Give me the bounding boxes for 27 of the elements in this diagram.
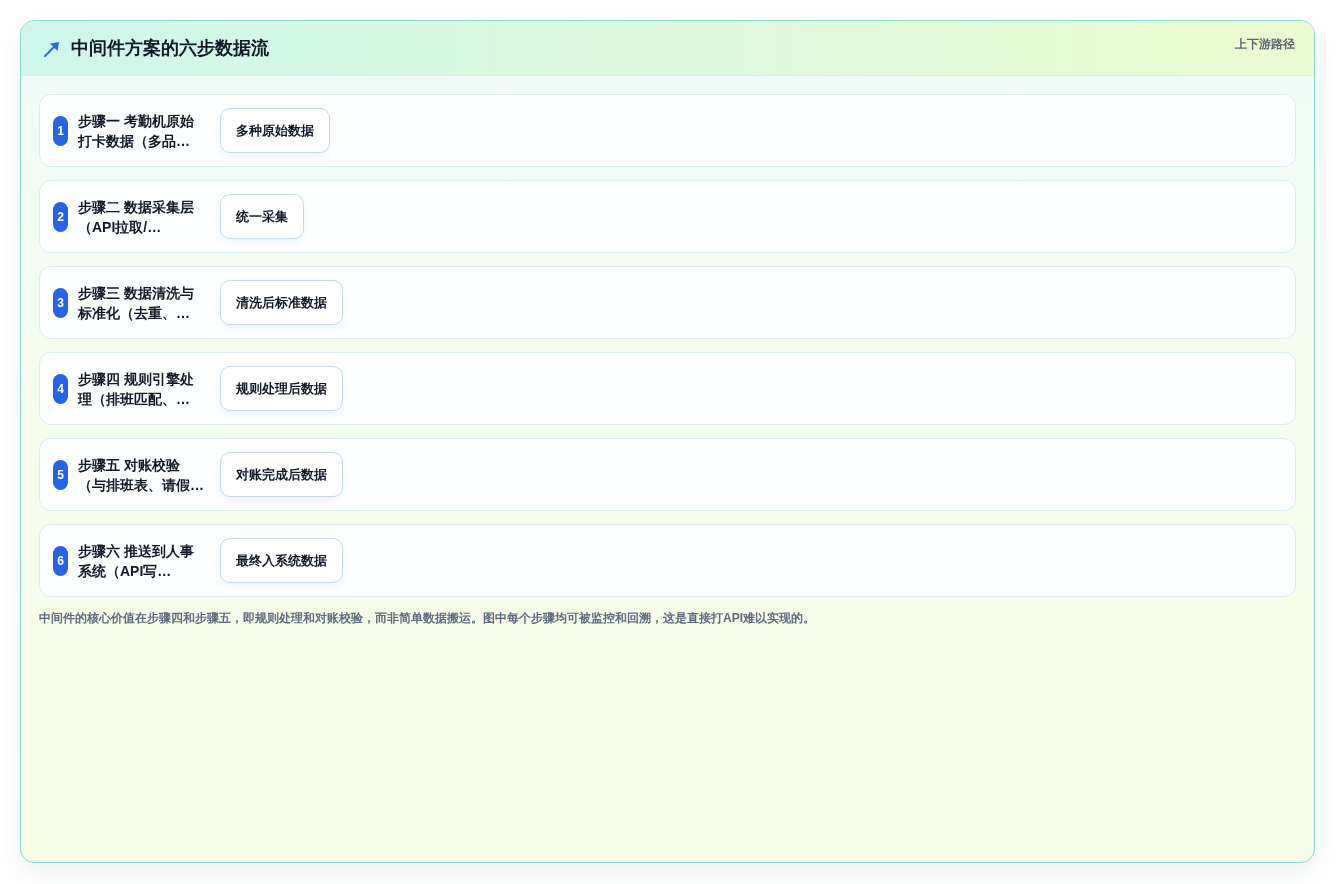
step-card bbox=[39, 524, 1296, 597]
step-card bbox=[39, 180, 1296, 253]
step-number-badge: 1 bbox=[53, 115, 68, 146]
panel-title: 中间件方案的六步数据流 bbox=[71, 37, 269, 60]
step-title: 步骤六 推送到人事系统（API写… bbox=[78, 541, 195, 581]
step-number-badge: 3 bbox=[53, 287, 68, 318]
footnote: 中间件的核心价值在步骤四和步骤五，即规则处理和对账校验，而非简单数据搬运。图中每个步骤均可被监控和回溯，这是直接打API难以实现的。 bbox=[39, 610, 816, 626]
data-label-chip: 统一采集 bbox=[220, 194, 304, 239]
step-number-badge: 5 bbox=[53, 459, 68, 490]
data-label-chip: 清洗后标准数据 bbox=[220, 280, 343, 325]
step-title: 步骤五 对账校验（与排班表、请假… bbox=[78, 455, 205, 495]
data-label-chip: 多种原始数据 bbox=[220, 108, 330, 153]
step-title: 步骤三 数据清洗与标准化（去重、… bbox=[78, 283, 195, 323]
step-card bbox=[39, 266, 1296, 339]
step-title: 步骤四 规则引擎处理（排班匹配、… bbox=[78, 369, 195, 409]
data-label-chip: 最终入系统数据 bbox=[220, 538, 343, 583]
step-card bbox=[39, 352, 1296, 425]
header-note: 上下游路径 bbox=[1235, 36, 1295, 52]
data-label-chip: 规则处理后数据 bbox=[220, 366, 343, 411]
step-title: 步骤一 考勤机原始打卡数据（多品… bbox=[78, 111, 195, 151]
data-label-chip: 对账完成后数据 bbox=[220, 452, 343, 497]
step-card bbox=[39, 94, 1296, 167]
step-number-badge: 4 bbox=[53, 373, 68, 404]
step-number-badge: 6 bbox=[53, 545, 68, 576]
step-number-badge: 2 bbox=[53, 201, 68, 232]
step-title: 步骤二 数据采集层（API拉取/… bbox=[78, 197, 195, 237]
step-card bbox=[39, 438, 1296, 511]
